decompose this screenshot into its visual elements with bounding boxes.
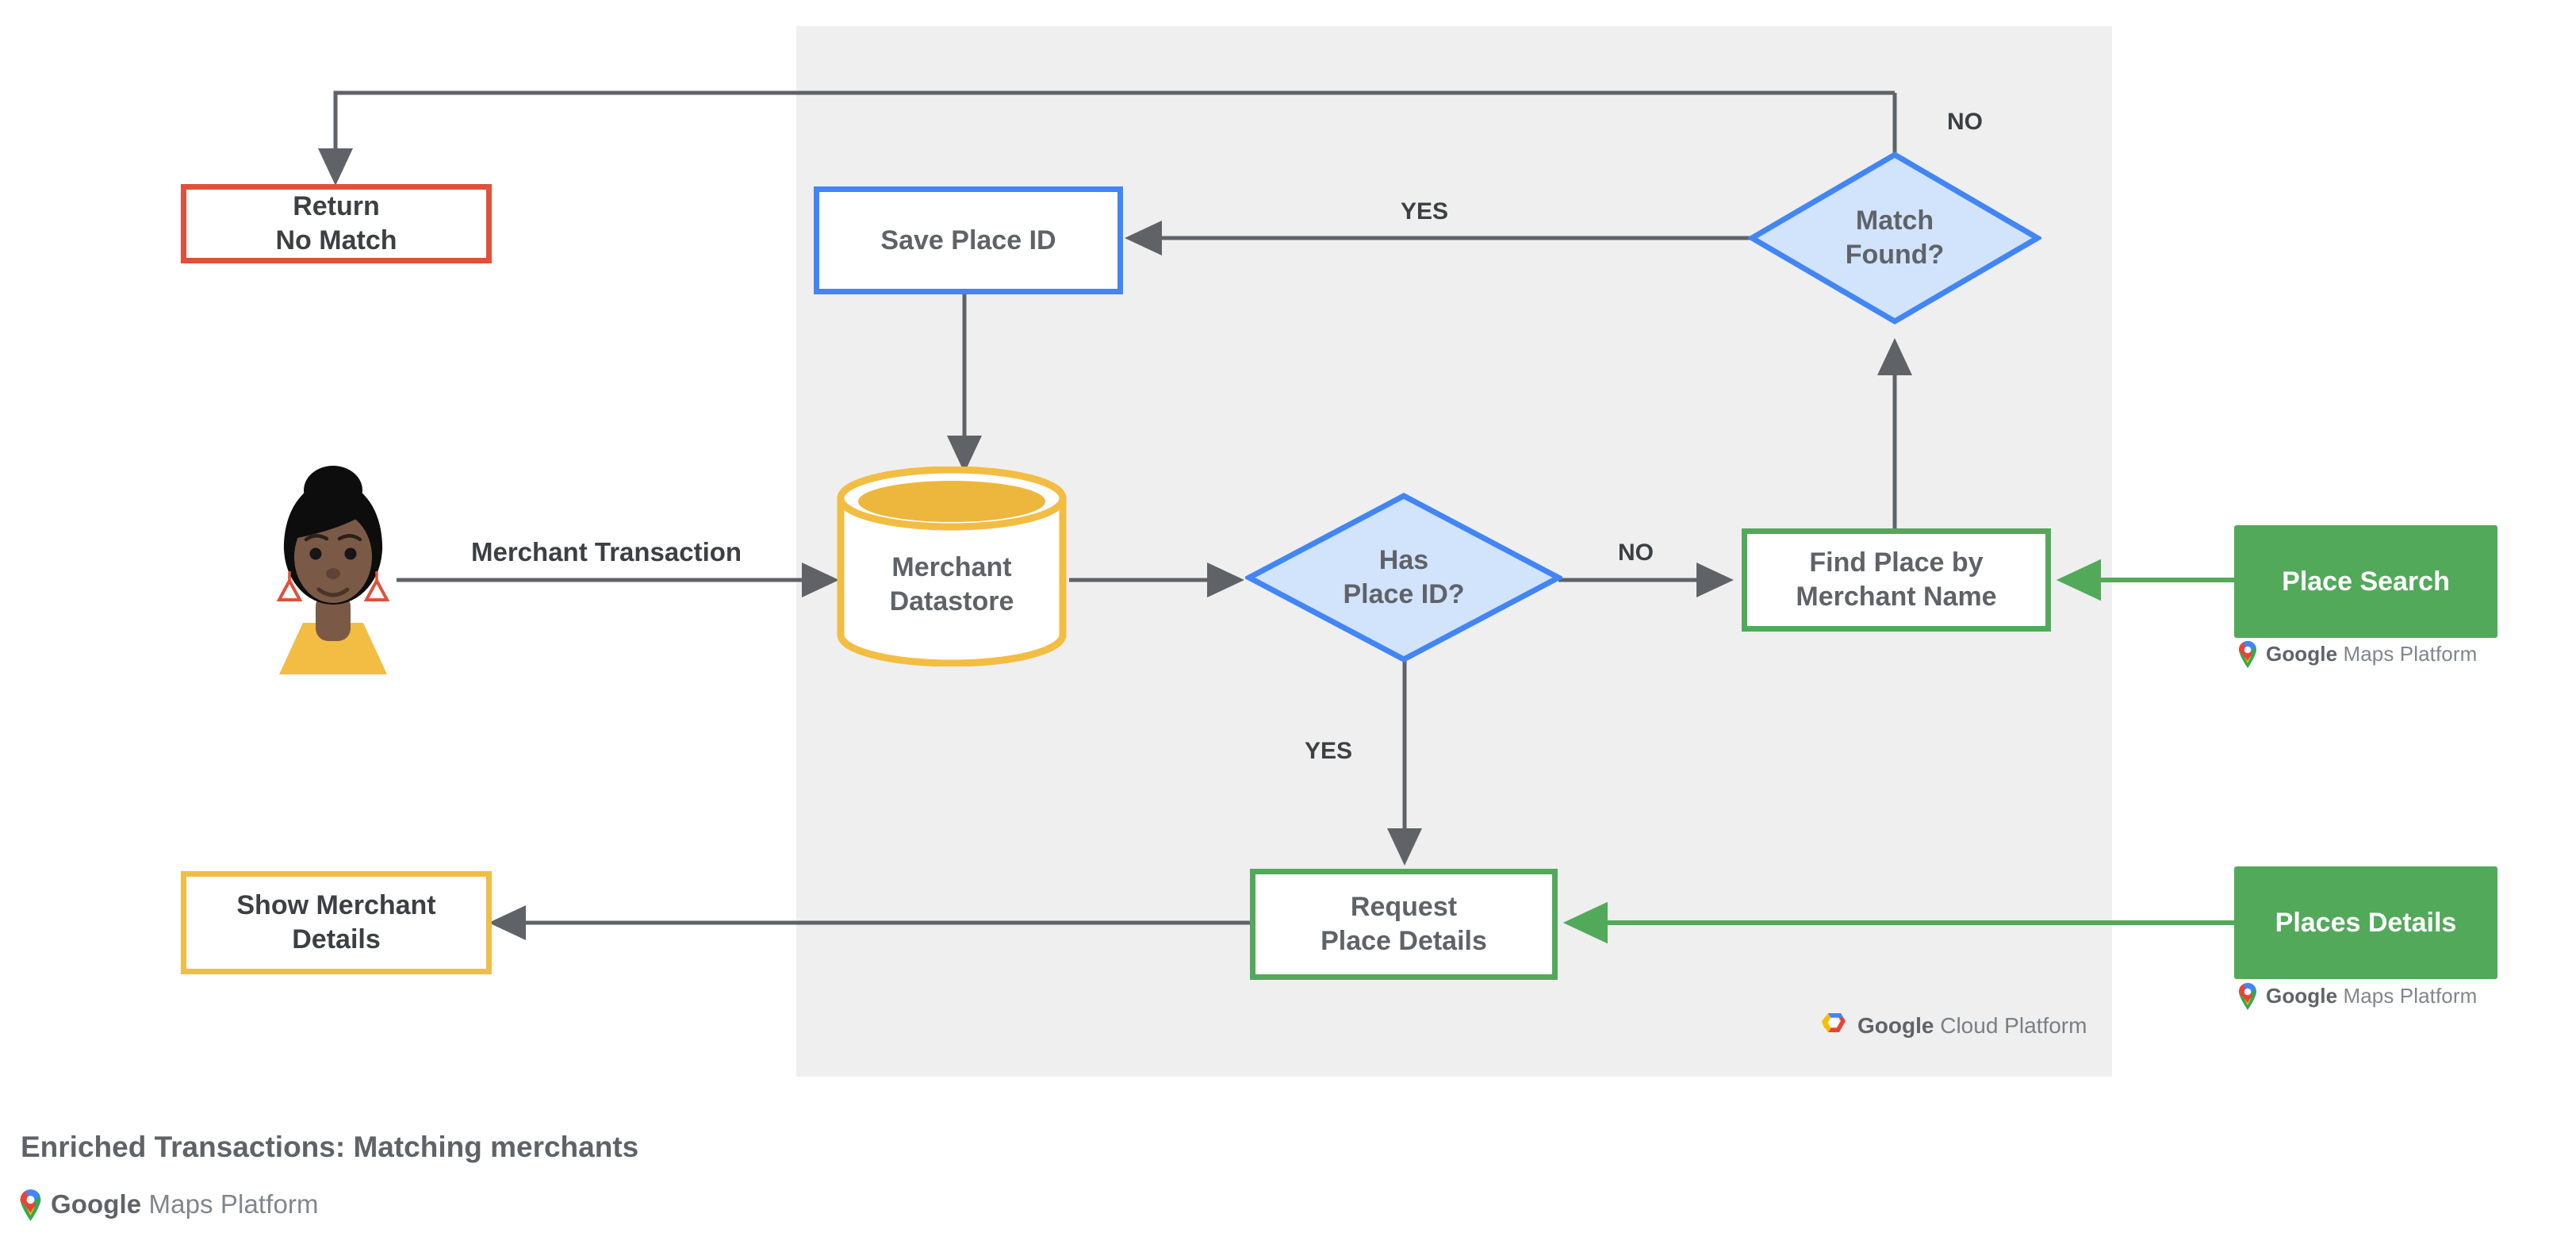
google-maps-pin-icon: [20, 1189, 41, 1221]
google-maps-platform-logo-place-search: Google Maps Platform: [2237, 639, 2477, 668]
node-merchant-datastore-line1: Merchant: [891, 552, 1012, 582]
node-show-merchant-details-line1: Show Merchant: [236, 890, 436, 921]
node-save-place-id-label: Save Place ID: [880, 225, 1056, 255]
google-maps-platform-logo-footer: Google Maps Platform: [17, 1188, 319, 1221]
has-place-id-diamond-shape: [1243, 493, 1565, 662]
gmp-logo-bold: Google: [51, 1189, 142, 1219]
node-has-place-id[interactable]: Has Place ID?: [1243, 492, 1565, 663]
diagram-caption: Enriched Transactions: Matching merchant…: [21, 1131, 639, 1163]
gcp-logo-light: Cloud Platform: [1940, 1013, 2087, 1038]
node-match-found[interactable]: Match Found?: [1746, 151, 2043, 325]
node-return-no-match-line2: No Match: [275, 225, 397, 255]
node-place-search[interactable]: Place Search: [2234, 525, 2497, 638]
google-maps-platform-logo-places-details: Google Maps Platform: [2237, 981, 2477, 1010]
node-show-merchant-details-line2: Details: [292, 924, 381, 954]
node-places-details-label: Places Details: [2275, 907, 2457, 938]
google-cloud-hexagon-icon: [1822, 1013, 1846, 1032]
match-found-diamond-shape: [1746, 151, 2043, 325]
gmp-logo-light: Maps Platform: [148, 1189, 319, 1219]
node-return-no-match[interactable]: Return No Match: [181, 184, 492, 263]
edge-label-has-place-id-no: NO: [1618, 540, 1654, 566]
gmp-logo-bold: Google: [2266, 983, 2338, 1008]
edge-label-match-found-no: NO: [1947, 109, 1983, 135]
node-find-place-by-merchant-name[interactable]: Find Place by Merchant Name: [1742, 528, 2051, 632]
edge-label-match-found-yes: YES: [1401, 198, 1449, 225]
gmp-logo-bold: Google: [2266, 641, 2338, 666]
node-find-place-line1: Find Place by: [1809, 547, 1984, 578]
node-request-place-details[interactable]: Request Place Details: [1250, 869, 1558, 980]
edge-label-merchant-transaction: Merchant Transaction: [471, 537, 742, 566]
merchant-customer-avatar: [276, 466, 390, 674]
node-request-place-details-line2: Place Details: [1321, 926, 1487, 956]
datastore-cylinder-shape: [837, 466, 1067, 667]
node-match-found-line2: Found?: [1845, 240, 1945, 270]
google-cloud-platform-logo: Google Cloud Platform: [1819, 1012, 2087, 1040]
node-find-place-line2: Merchant Name: [1796, 582, 1997, 612]
gmp-logo-light: Maps Platform: [2343, 641, 2478, 666]
node-match-found-line1: Match: [1855, 205, 1934, 236]
node-has-place-id-line1: Has: [1378, 545, 1429, 576]
node-places-details[interactable]: Places Details: [2234, 866, 2497, 979]
node-merchant-datastore[interactable]: Merchant Datastore: [834, 466, 1069, 667]
google-maps-pin-icon: [2238, 982, 2256, 1010]
node-save-place-id[interactable]: Save Place ID: [814, 186, 1123, 294]
node-place-search-label: Place Search: [2282, 566, 2450, 597]
node-merchant-datastore-line2: Datastore: [889, 586, 1014, 616]
node-request-place-details-line1: Request: [1350, 892, 1458, 923]
node-return-no-match-line1: Return: [293, 191, 380, 222]
edge-label-has-place-id-yes: YES: [1305, 738, 1353, 764]
node-has-place-id-line2: Place ID?: [1343, 579, 1465, 609]
gcp-logo-bold: Google: [1857, 1013, 1934, 1038]
node-show-merchant-details[interactable]: Show Merchant Details: [181, 871, 492, 974]
google-maps-pin-icon: [2238, 640, 2256, 668]
gmp-logo-light: Maps Platform: [2343, 983, 2478, 1008]
